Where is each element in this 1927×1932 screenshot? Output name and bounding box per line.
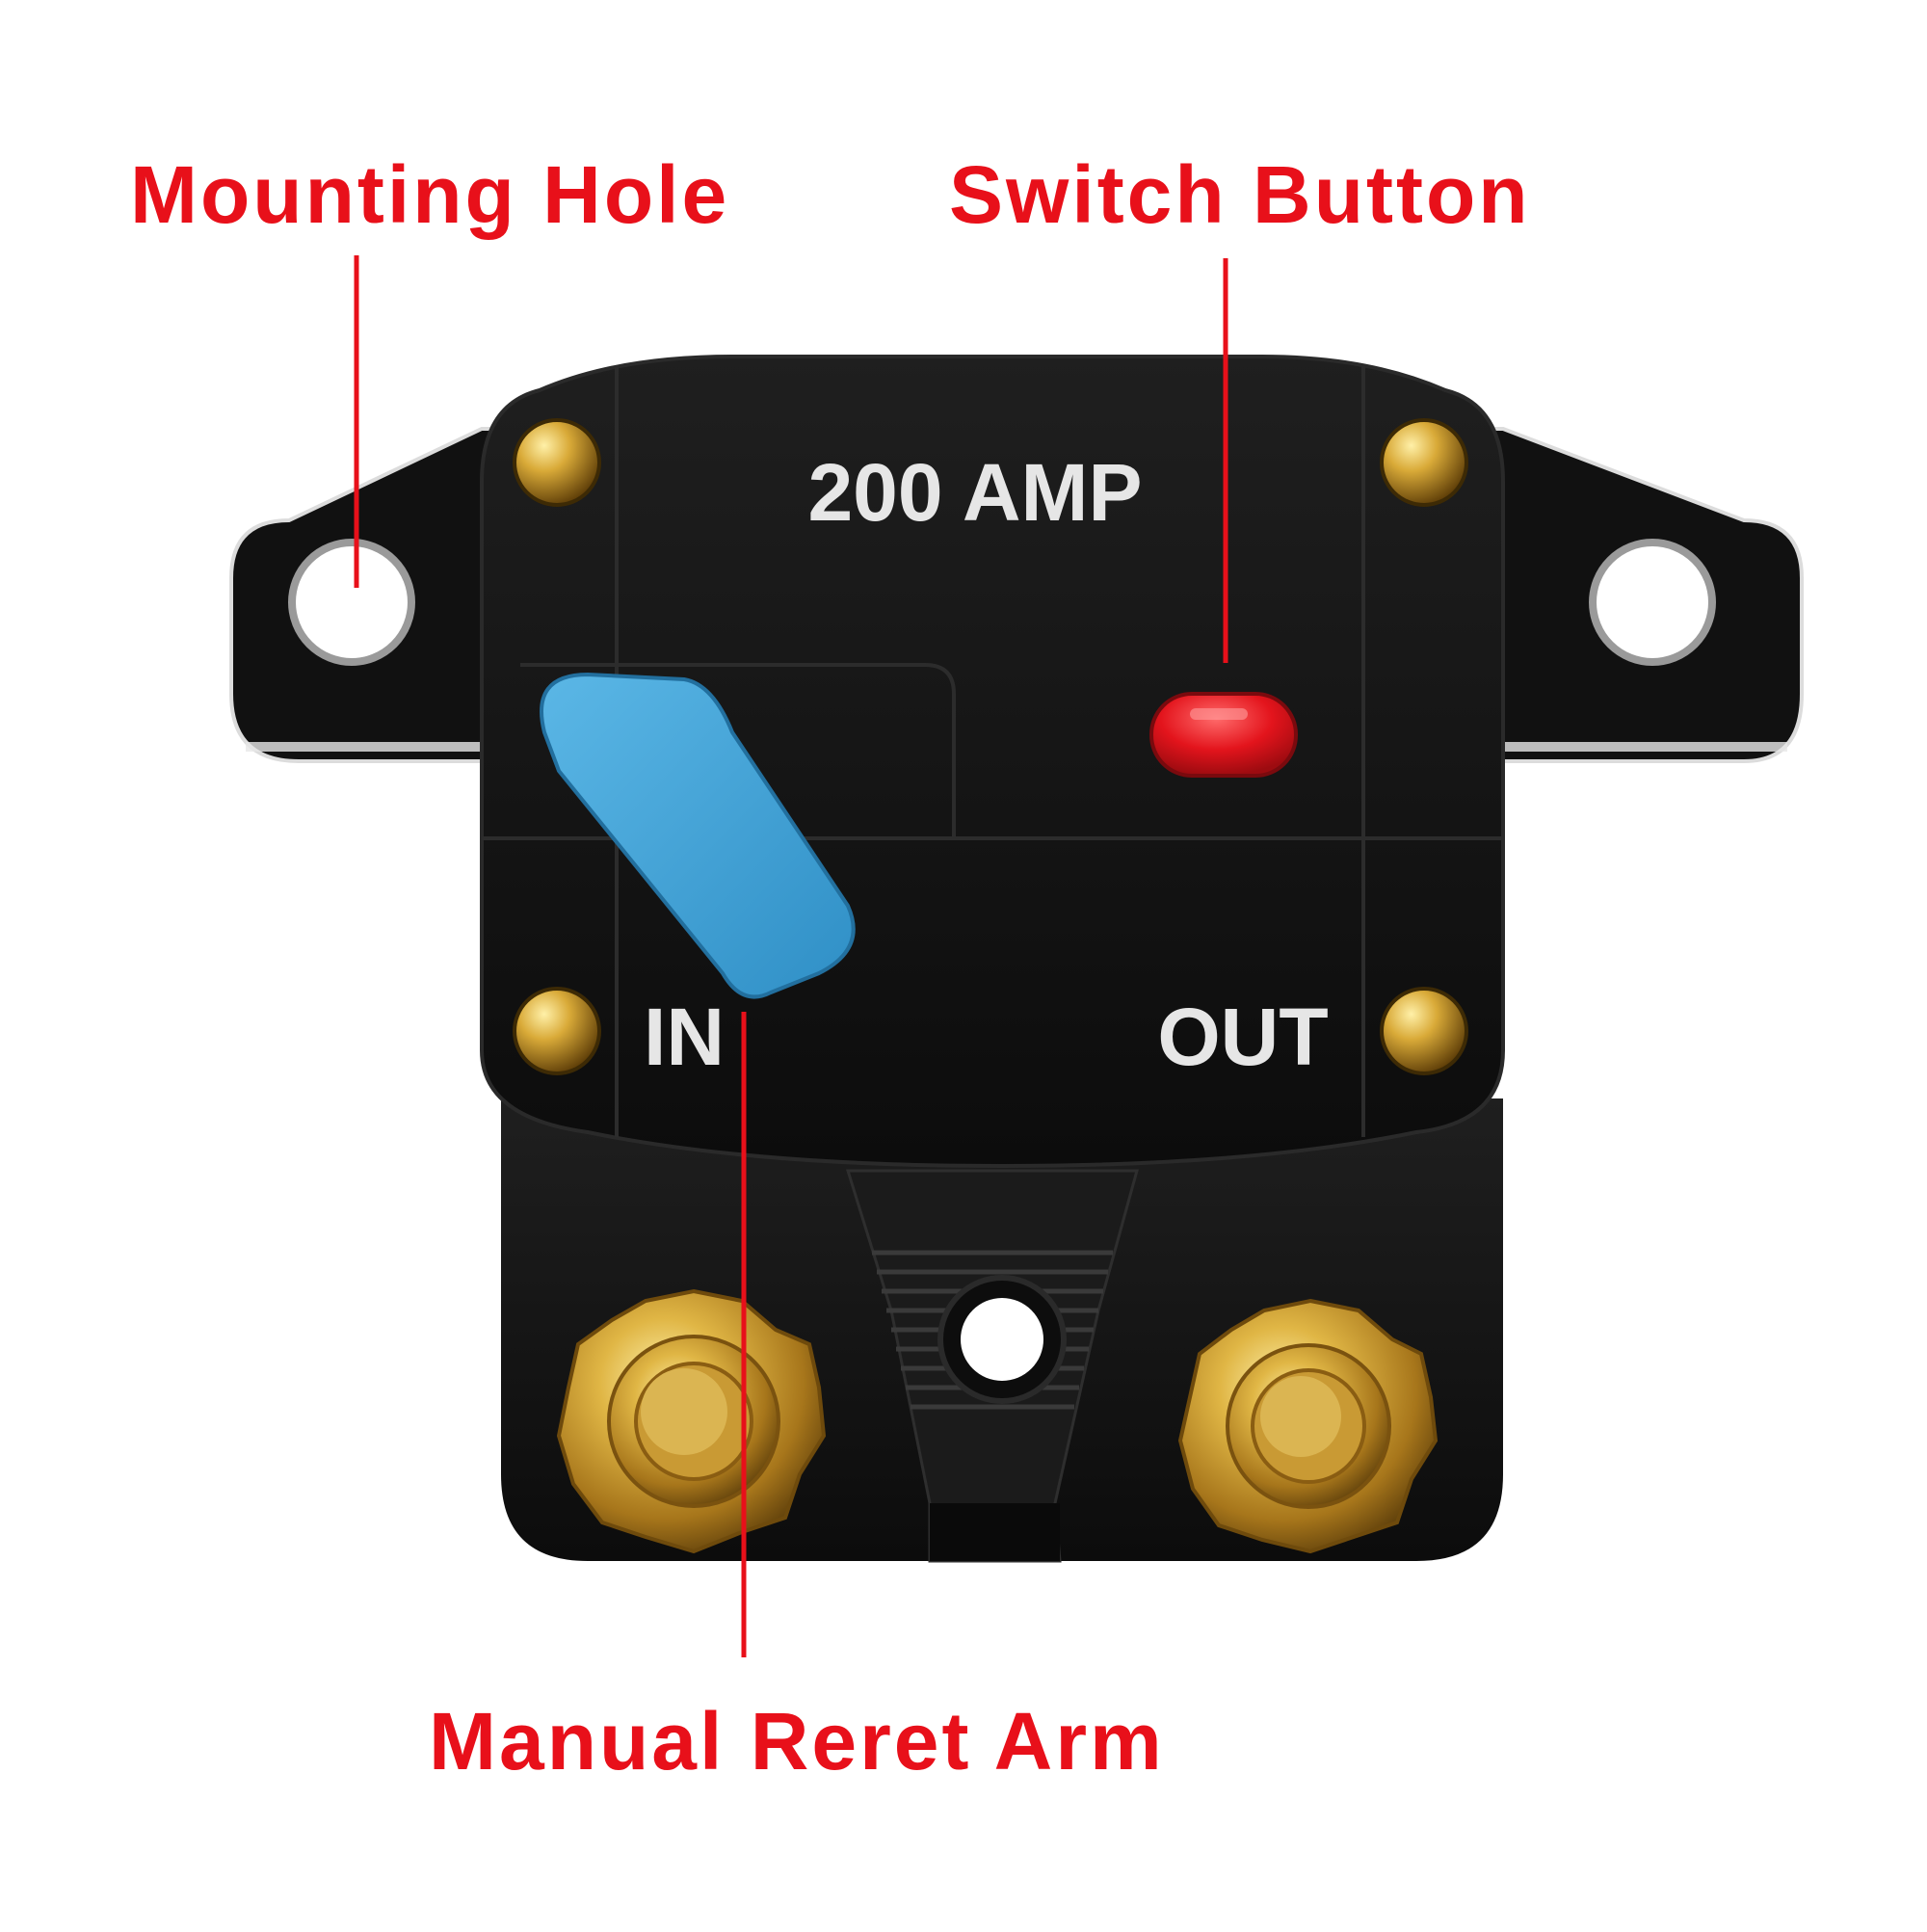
- screw-bottom-left: [513, 987, 601, 1075]
- terminal-out-label: OUT: [1157, 992, 1328, 1082]
- manual-reset-arm[interactable]: [540, 672, 856, 999]
- mounting-hole-left: [288, 539, 415, 666]
- screw-bottom-right: [1380, 987, 1468, 1075]
- mounting-hole-callout: Mounting Hole: [130, 149, 730, 240]
- center-hole-opening: [961, 1298, 1043, 1381]
- terminal-stud-in: [556, 1288, 827, 1554]
- screw-top-left: [513, 418, 601, 507]
- terminal-stud-out: [1177, 1298, 1439, 1554]
- terminal-in-label: IN: [644, 992, 725, 1082]
- rating-label: 200 AMP: [807, 447, 1142, 538]
- mounting-hole-right: [1589, 539, 1716, 666]
- screw-top-right: [1380, 418, 1468, 507]
- manual-reset-arm-callout: Manual Reret Arm: [429, 1696, 1165, 1786]
- switch-button-callout: Switch Button: [949, 149, 1531, 240]
- switch-button[interactable]: [1149, 692, 1298, 778]
